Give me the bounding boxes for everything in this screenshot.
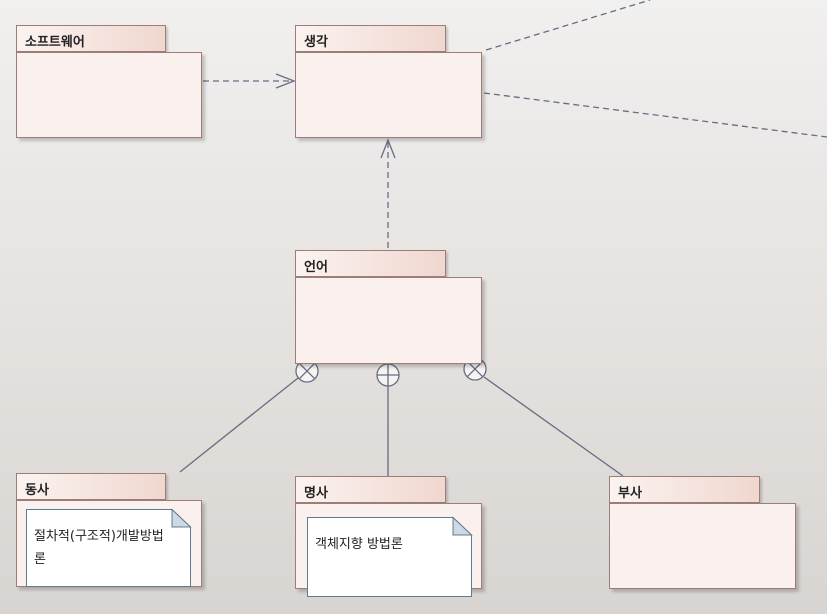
note-shape	[307, 516, 473, 597]
package-name: 생각	[304, 35, 328, 50]
package-body	[295, 277, 482, 364]
note-verb[interactable]: 절차적(구조적)개발방법론	[26, 508, 192, 587]
containment-plus-circle-icon	[376, 363, 400, 387]
package-name: 소프트웨어	[25, 35, 85, 50]
arrowhead-open	[275, 73, 296, 89]
package-name: 부사	[618, 486, 642, 501]
containment-language-verb[interactable]	[179, 377, 299, 473]
package-body	[609, 503, 796, 589]
note-noun[interactable]: 객체지향 방법론	[307, 516, 473, 597]
dependency-offscreen-top[interactable]	[485, 0, 651, 51]
package-tab: 명사	[295, 476, 446, 503]
package-body	[295, 52, 482, 138]
package-name: 언어	[304, 260, 328, 275]
note-text: 객체지향 방법론	[315, 537, 403, 552]
containment-language-adverb[interactable]	[483, 376, 624, 477]
package-tab: 동사	[16, 473, 166, 500]
package-tab: 부사	[609, 476, 760, 503]
package-body	[16, 52, 202, 138]
package-tab: 생각	[295, 25, 446, 52]
note-text: 절차적(구조적)개발방법론	[34, 529, 164, 567]
arrowhead-open	[380, 138, 396, 159]
package-name: 명사	[304, 486, 328, 501]
package-name: 동사	[25, 483, 49, 498]
note-shape	[26, 508, 192, 587]
package-tab: 언어	[295, 250, 446, 277]
dependency-offscreen-right[interactable]	[483, 92, 827, 138]
package-tab: 소프트웨어	[16, 25, 166, 52]
